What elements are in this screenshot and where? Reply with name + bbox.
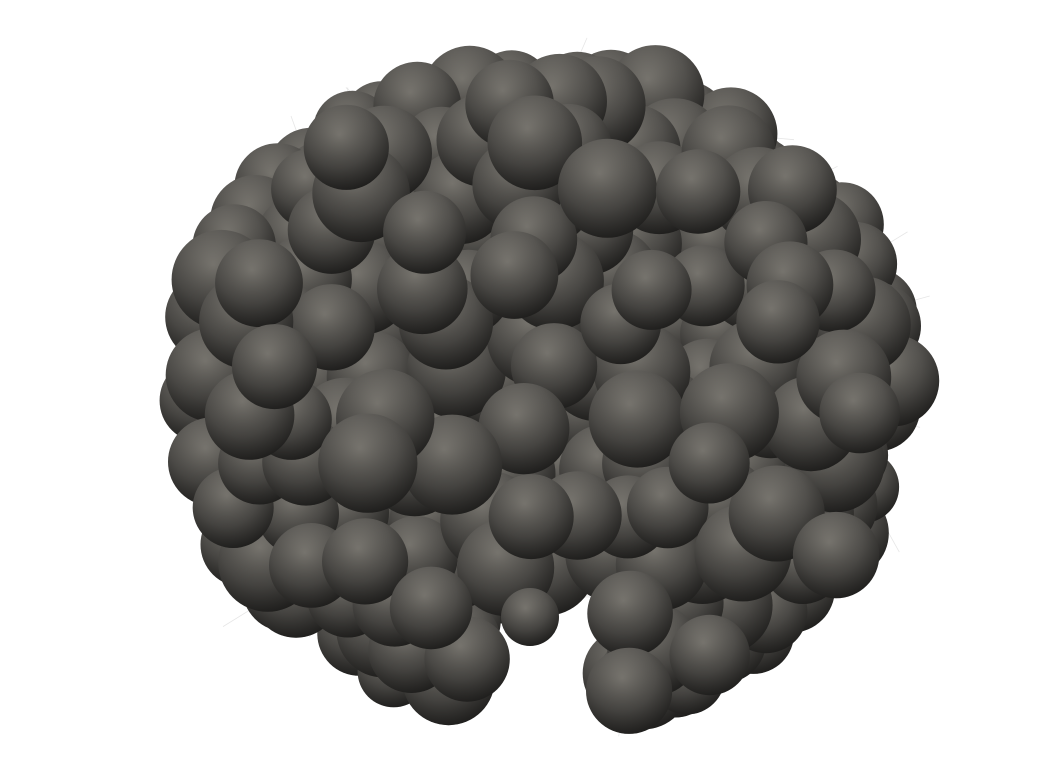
- sphere-shading: [655, 149, 741, 234]
- sphere-shading: [611, 249, 692, 330]
- sphere-shading: [318, 413, 418, 513]
- sphere-shading: [470, 231, 559, 319]
- sphere-shading: [668, 422, 750, 504]
- sphere-shading: [478, 383, 570, 475]
- sphere-shading: [588, 370, 686, 468]
- sphere-shading: [792, 511, 880, 599]
- sphere-shading: [487, 95, 583, 191]
- sphere-shading: [587, 570, 673, 657]
- sphere-shading: [736, 280, 820, 364]
- sphere-nodes: [159, 45, 940, 734]
- sphere-shading: [586, 647, 673, 734]
- sphere-shading: [557, 138, 657, 238]
- sphere-shading: [488, 474, 574, 560]
- sphere-shading: [303, 104, 389, 190]
- sphere-shading: [215, 239, 303, 327]
- sphere-shading: [669, 614, 750, 696]
- sphere-shading: [819, 372, 900, 454]
- sphere-shading: [501, 588, 559, 646]
- sphere-shading: [232, 324, 317, 410]
- sphere-shading: [389, 566, 473, 650]
- sphere-shading: [322, 518, 409, 605]
- sphere-shading: [383, 190, 467, 274]
